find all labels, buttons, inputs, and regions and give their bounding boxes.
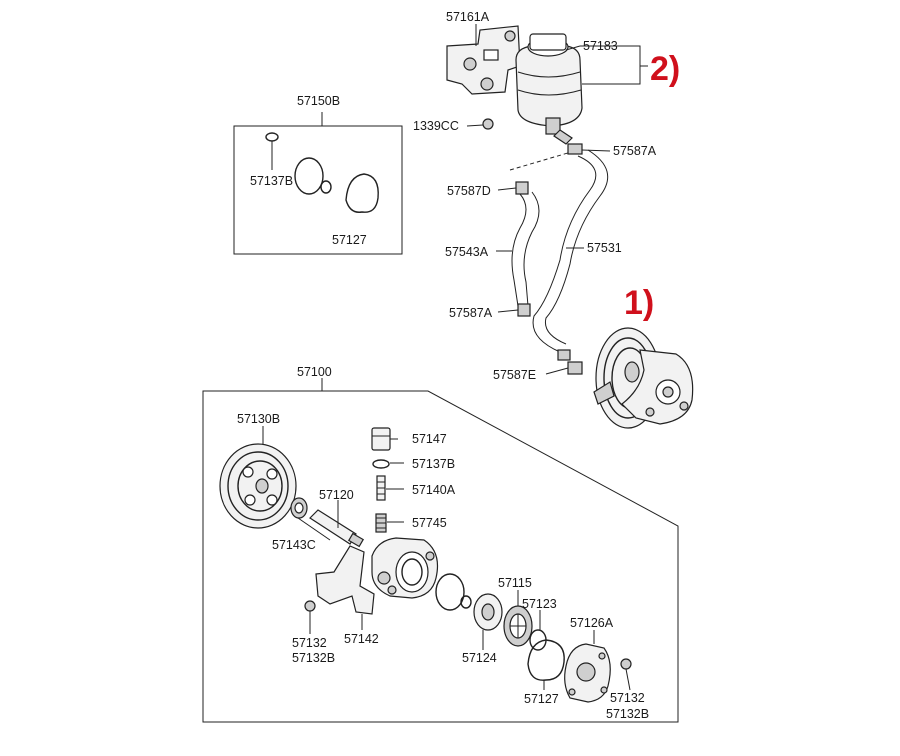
label-57132-left: 57132: [292, 636, 327, 650]
label-57587a-top: 57587A: [613, 144, 657, 158]
label-57183: 57183: [583, 39, 618, 53]
label-57130b: 57130B: [237, 412, 280, 426]
label-57132b-left: 57132B: [292, 651, 335, 665]
label-57115: 57115: [498, 576, 532, 590]
label-57132b-right: 57132B: [606, 707, 649, 721]
label-57142: 57142: [344, 632, 379, 646]
bracket-57142: [315, 545, 375, 615]
valve-57140a: [376, 475, 386, 501]
reservoir-bracket: [446, 25, 521, 95]
label-57126a: 57126A: [570, 616, 614, 630]
leader-lines: [297, 24, 648, 541]
cover-57126a: [564, 643, 611, 703]
bolt-1339cc: [482, 118, 494, 130]
label-57137b-kit: 57137B: [250, 174, 293, 188]
label-57123: 57123: [522, 597, 557, 611]
label-57124: 57124: [462, 651, 497, 665]
label-57587a-low: 57587A: [449, 306, 493, 320]
label-57543a: 57543A: [445, 245, 489, 259]
part-labels: 57161A 57183 1339CC 57587A 57587D 57543A…: [237, 10, 657, 721]
oring-housing: [435, 573, 465, 611]
label-57132-right: 57132: [610, 691, 645, 705]
spring-57745: [375, 513, 387, 533]
label-57150b: 57150B: [297, 94, 340, 108]
clamp-57587a-low: [517, 303, 531, 317]
gasket-57127: [527, 639, 565, 681]
plate-57124: [473, 593, 503, 631]
label-57120: 57120: [319, 488, 354, 502]
bolt-57132-left: [304, 600, 316, 612]
label-57147: 57147: [412, 432, 447, 446]
label-57161a: 57161A: [446, 10, 490, 24]
fitting-57147: [371, 427, 391, 451]
rotor-57115: [503, 605, 533, 647]
clamp-57587e: [567, 361, 583, 375]
pump-housing: [371, 537, 439, 599]
power-steering-pump-assembly: [593, 327, 694, 429]
exploded-pump-box: [202, 390, 679, 723]
label-57140a: 57140A: [412, 483, 456, 497]
label-57587d: 57587D: [447, 184, 491, 198]
label-57127: 57127: [524, 692, 559, 706]
label-57137b: 57137B: [412, 457, 455, 471]
label-57531: 57531: [587, 241, 622, 255]
reservoir-marker: 2): [650, 50, 680, 88]
label-57587e: 57587E: [493, 368, 536, 382]
clamp-57587d: [515, 181, 529, 195]
label-1339cc: 1339CC: [413, 119, 459, 133]
reservoir-tank: [515, 37, 583, 145]
clamp-57587a-top: [567, 143, 583, 155]
reservoir-cap: [529, 33, 567, 51]
label-57143c: 57143C: [272, 538, 316, 552]
hose-57543a: [511, 191, 540, 307]
label-57100: 57100: [297, 365, 332, 379]
seal-kit-parts: [265, 132, 379, 213]
oring-57137b: [372, 459, 390, 469]
shaft-57120: [309, 509, 365, 548]
hose-57531: [532, 149, 609, 353]
seal-kit-box: [233, 125, 403, 255]
bolt-57132-right: [620, 658, 632, 691]
label-57745: 57745: [412, 516, 447, 530]
oring-small: [460, 595, 472, 609]
label-57127-kit: 57127: [332, 233, 367, 247]
pump-marker: 1): [624, 284, 654, 322]
pulley-57130b: [219, 443, 297, 529]
